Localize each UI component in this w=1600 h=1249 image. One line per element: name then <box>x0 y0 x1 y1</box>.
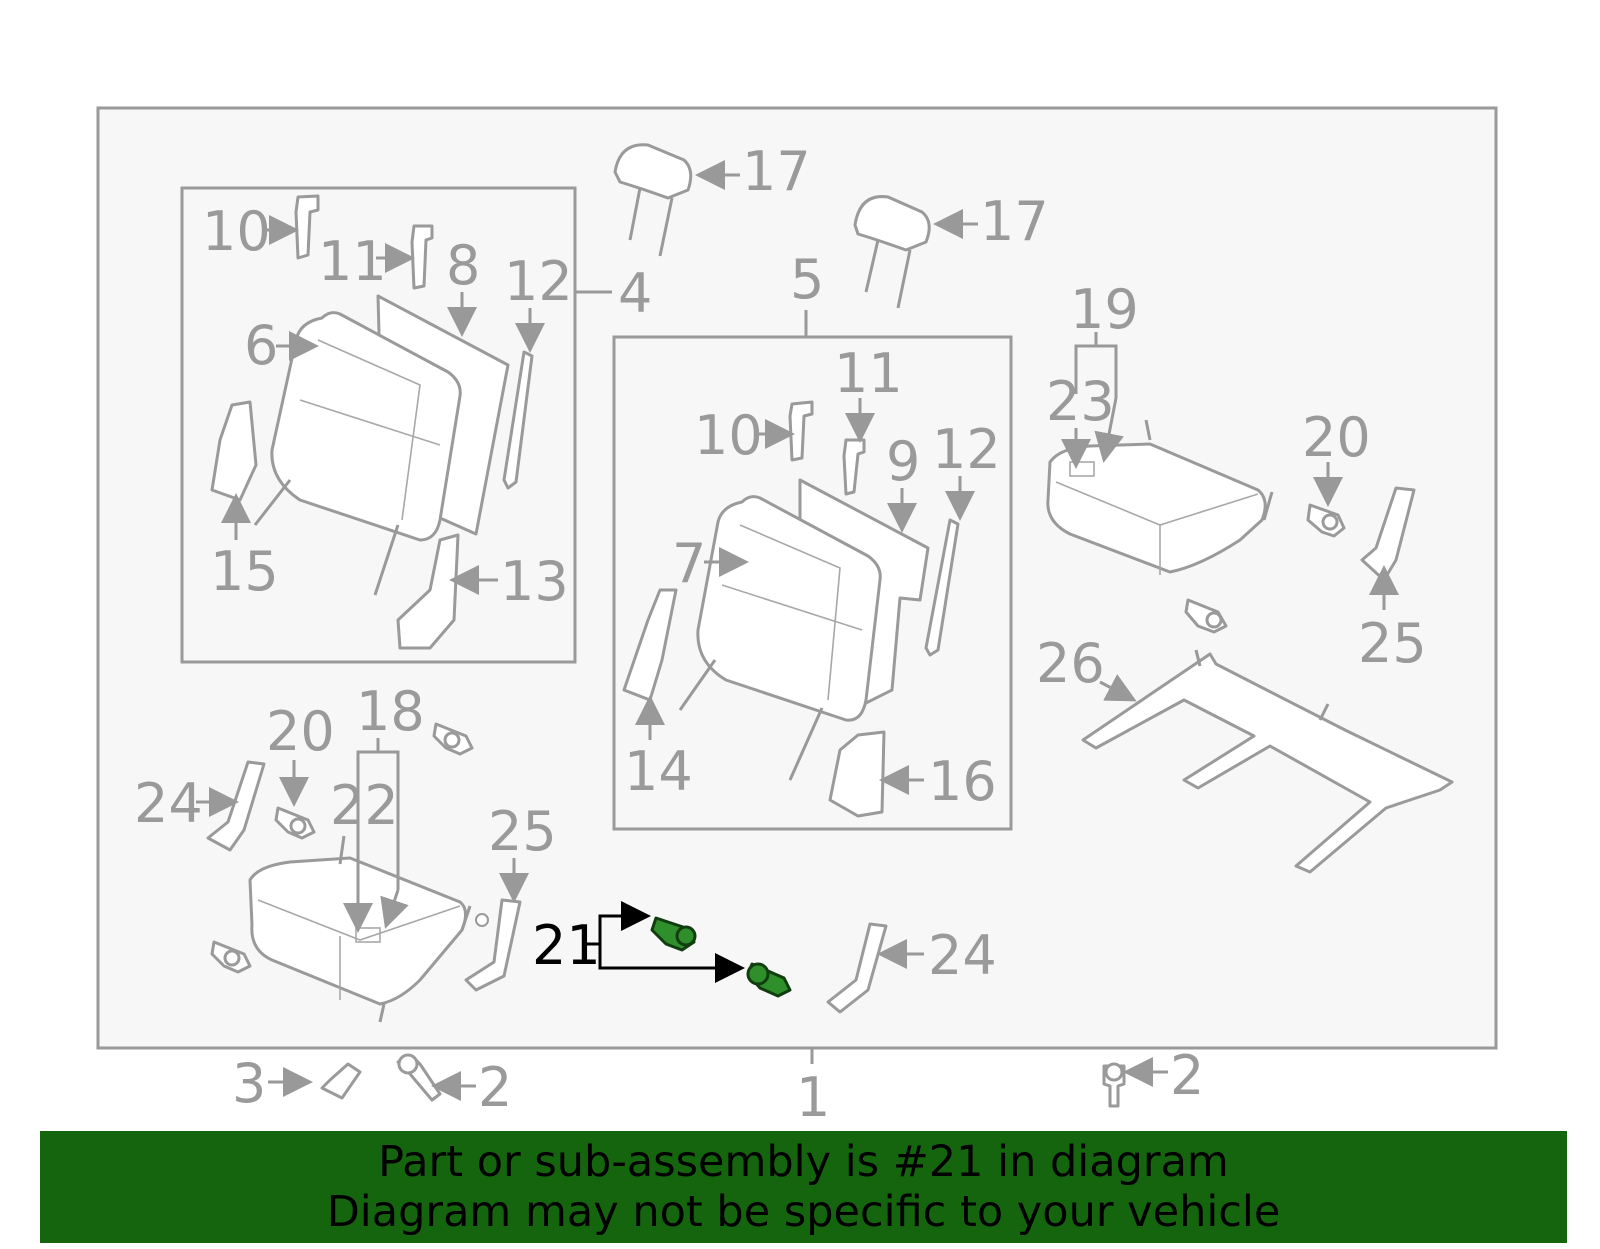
callout-20a: 20 <box>1302 406 1371 469</box>
bolt-part-20a <box>1306 503 1346 538</box>
callout-17b: 17 <box>980 190 1049 253</box>
callout-22: 22 <box>330 774 399 837</box>
callout-13: 13 <box>500 550 569 613</box>
bolt-part-2a <box>396 1053 442 1102</box>
callout-17a: 17 <box>742 140 811 203</box>
subassembly-box-4 <box>180 186 577 664</box>
trim-part-13 <box>396 533 460 650</box>
bolt-part-2b <box>1102 1062 1126 1108</box>
callout-1: 1 <box>796 1066 830 1129</box>
callout-8: 8 <box>446 234 480 297</box>
bolt-part-21a[interactable] <box>650 916 697 952</box>
banner-line-2: Diagram may not be specific to your vehi… <box>326 1187 1281 1237</box>
stay-part-12b <box>924 518 960 657</box>
callout-11b: 11 <box>834 342 903 405</box>
frame-part-26 <box>1081 649 1454 874</box>
callout-10b: 10 <box>694 404 763 467</box>
cover-part-24b <box>826 922 888 1014</box>
callout-26: 26 <box>1036 632 1105 695</box>
callout-7: 7 <box>672 532 706 595</box>
callout-12a: 12 <box>504 250 573 313</box>
subassembly-box-5 <box>612 335 1013 831</box>
callout-2b: 2 <box>1170 1044 1204 1107</box>
bolt-part-21b[interactable] <box>746 962 792 998</box>
callout-25a: 25 <box>1358 612 1427 675</box>
clip-part-3 <box>320 1062 362 1100</box>
leader-lines <box>196 160 1399 1101</box>
callout-9: 9 <box>886 430 920 493</box>
stay-part-12a <box>502 350 534 490</box>
callout-23: 23 <box>1046 370 1115 433</box>
bolt-part-top-18 <box>432 722 474 756</box>
callout-12b: 12 <box>932 418 1001 481</box>
callout-15: 15 <box>210 540 279 603</box>
callout-14: 14 <box>624 740 693 803</box>
headrest-part-17b <box>853 195 931 309</box>
callout-24b: 24 <box>928 924 997 987</box>
callout-11a: 11 <box>318 230 387 293</box>
callout-25b: 25 <box>488 800 557 863</box>
bolt-part-cushion-left <box>210 940 252 974</box>
callout-10a: 10 <box>202 200 271 263</box>
bolt-part-20b <box>274 806 316 840</box>
callout-18: 18 <box>356 680 425 743</box>
headrest-part-17a <box>613 143 693 257</box>
callout-2a: 2 <box>478 1056 512 1119</box>
callout-6: 6 <box>244 314 278 377</box>
callout-24a: 24 <box>134 772 203 835</box>
trim-part-16 <box>828 730 886 818</box>
bolt-part-cushion-right <box>1184 598 1228 634</box>
callout-4: 4 <box>618 262 652 325</box>
callout-16: 16 <box>928 750 997 813</box>
callout-21[interactable]: 21 <box>532 914 601 977</box>
callout-19: 19 <box>1070 278 1139 341</box>
banner-line-1: Part or sub-assembly is #21 in diagram <box>378 1137 1229 1187</box>
info-banner: Part or sub-assembly is #21 in diagram D… <box>40 1131 1567 1243</box>
callout-20b: 20 <box>266 700 335 763</box>
callout-5: 5 <box>790 248 824 311</box>
callout-3: 3 <box>232 1052 266 1115</box>
